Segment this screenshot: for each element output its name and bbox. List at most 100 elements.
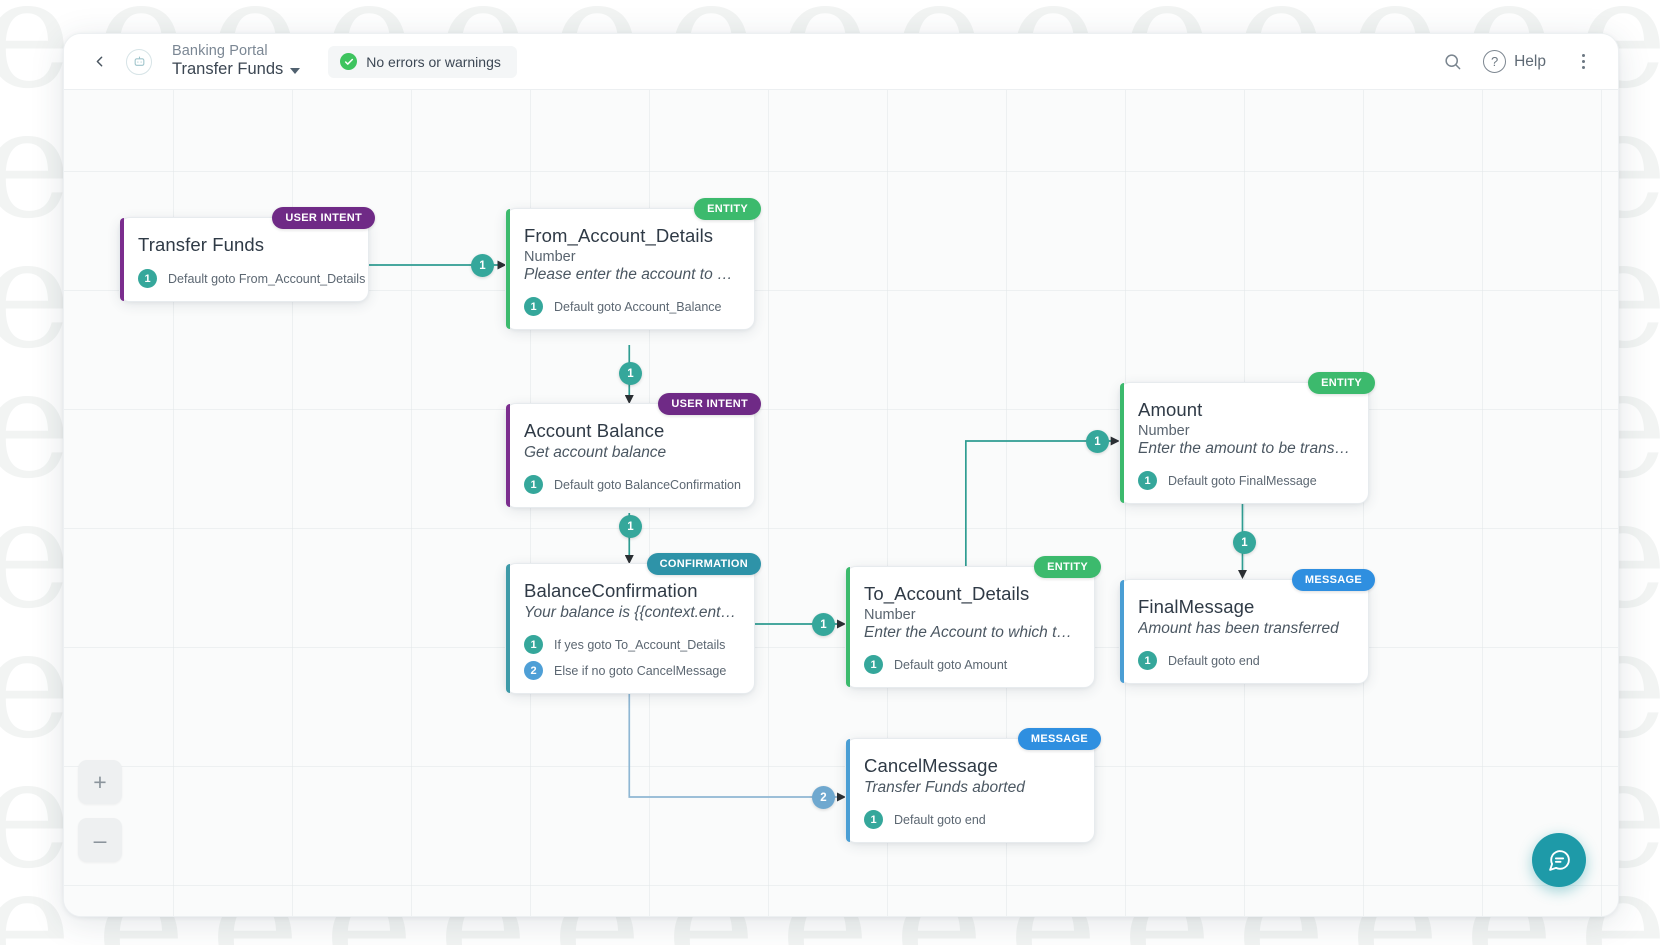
node-badge: ENTITY <box>1034 556 1101 578</box>
node-prompt: Please enter the account to whic... <box>524 266 736 283</box>
node-balance-confirmation[interactable]: CONFIRMATION BalanceConfirmation Your ba… <box>505 553 761 694</box>
action-index: 1 <box>1138 471 1157 490</box>
node-action[interactable]: 1 Default goto BalanceConfirmation <box>524 475 741 494</box>
app-header: Banking Portal Transfer Funds No errors … <box>64 34 1618 90</box>
app-window: Banking Portal Transfer Funds No errors … <box>63 33 1619 917</box>
action-index: 2 <box>524 661 543 680</box>
chevron-down-icon <box>290 68 301 75</box>
watermark-glyph: e <box>0 208 72 382</box>
action-label: Default goto From_Account_Details <box>168 271 366 286</box>
action-index: 1 <box>1138 651 1157 670</box>
chevron-left-icon <box>96 56 102 67</box>
watermark-glyph: e <box>0 468 72 642</box>
action-label: If yes goto To_Account_Details <box>554 637 726 652</box>
action-label: Else if no goto CancelMessage <box>554 663 727 678</box>
back-button[interactable] <box>86 49 112 75</box>
status-text: No errors or warnings <box>366 53 501 70</box>
action-label: Default goto FinalMessage <box>1168 473 1317 488</box>
edge-badge: 1 <box>1233 531 1256 554</box>
node-action[interactable]: 1 Default goto end <box>1138 651 1350 670</box>
node-action[interactable]: 1 Default goto end <box>864 810 1076 829</box>
watermark-glyph: e <box>0 78 72 252</box>
node-final-message[interactable]: MESSAGE FinalMessage Amount has been tra… <box>1119 569 1375 684</box>
node-title: From_Account_Details <box>524 225 714 246</box>
watermark-glyph: e <box>0 838 72 945</box>
node-title: FinalMessage <box>1138 596 1255 617</box>
flow-canvas[interactable]: 1 1 1 1 1 1 2 USER INTENT Transfer Funds… <box>64 90 1618 916</box>
node-from-account-details[interactable]: ENTITY From_Account_Details Number Pleas… <box>505 198 761 330</box>
chat-bubble-icon <box>1548 849 1570 871</box>
node-title: Transfer Funds <box>138 234 265 255</box>
node-title: Amount <box>1138 399 1203 420</box>
action-index: 1 <box>524 297 543 316</box>
node-action[interactable]: 2 Else if no goto CancelMessage <box>524 661 736 680</box>
action-index: 1 <box>138 269 157 288</box>
action-label: Default goto Amount <box>894 657 1008 672</box>
node-actions: 1 Default goto From_Account_Details <box>138 269 365 288</box>
node-to-account-details[interactable]: ENTITY To_Account_Details Number Enter t… <box>845 556 1101 688</box>
page-title: Transfer Funds <box>172 60 284 79</box>
action-index: 1 <box>524 475 543 494</box>
node-badge: USER INTENT <box>272 207 375 229</box>
action-index: 1 <box>864 810 883 829</box>
node-action[interactable]: 1 Default goto Amount <box>864 655 1076 674</box>
action-label: Default goto end <box>1168 653 1260 668</box>
node-badge: MESSAGE <box>1017 728 1101 750</box>
action-index: 1 <box>864 655 883 674</box>
node-actions: 1 Default goto BalanceConfirmation <box>524 475 741 494</box>
node-title: Account Balance <box>524 420 665 441</box>
node-prompt: Get account balance <box>524 444 667 461</box>
node-badge: ENTITY <box>694 198 761 220</box>
action-index: 1 <box>524 635 543 654</box>
watermark-glyph: e <box>0 338 72 512</box>
node-account-balance[interactable]: USER INTENT Account Balance Get account … <box>505 393 761 508</box>
bot-icon <box>134 56 144 66</box>
node-title: CancelMessage <box>864 755 998 776</box>
watermark-glyph: e <box>0 0 72 122</box>
edge-badge: 1 <box>471 254 494 277</box>
kebab-menu-icon[interactable] <box>1572 49 1594 75</box>
edge-badge: 2 <box>812 786 835 809</box>
status-badge[interactable]: No errors or warnings <box>328 45 517 78</box>
help-label: Help <box>1514 52 1546 70</box>
chat-bubble-button[interactable] <box>1532 833 1586 887</box>
node-actions: 1 Default goto FinalMessage <box>1138 471 1350 490</box>
node-actions: 1 Default goto end <box>864 810 1076 829</box>
breadcrumb[interactable]: Banking Portal <box>172 43 268 60</box>
node-cancel-message[interactable]: MESSAGE CancelMessage Transfer Funds abo… <box>845 728 1101 843</box>
zoom-in-button[interactable]: + <box>78 760 122 804</box>
node-actions: 1 Default goto Account_Balance <box>524 297 736 316</box>
node-prompt: Enter the Account to which the ... <box>864 624 1076 641</box>
node-title: BalanceConfirmation <box>524 580 698 601</box>
node-action[interactable]: 1 Default goto Account_Balance <box>524 297 736 316</box>
zoom-out-button[interactable]: – <box>78 818 122 862</box>
node-actions: 1 Default goto end <box>1138 651 1350 670</box>
title-block: Banking Portal Transfer Funds <box>172 43 301 80</box>
flow-selector[interactable]: Transfer Funds <box>172 60 301 79</box>
bot-avatar[interactable] <box>126 48 152 75</box>
action-label: Default goto end <box>894 812 986 827</box>
node-transfer-funds[interactable]: USER INTENT Transfer Funds 1 Default got… <box>119 207 375 302</box>
node-actions: 1 If yes goto To_Account_Details 2 Else … <box>524 635 736 680</box>
node-badge: ENTITY <box>1308 372 1375 394</box>
edge-badge: 1 <box>619 515 642 538</box>
node-amount[interactable]: ENTITY Amount Number Enter the amount to… <box>1119 372 1375 504</box>
edge-badge: 1 <box>812 613 835 636</box>
node-actions: 1 Default goto Amount <box>864 655 1076 674</box>
node-prompt: Transfer Funds aborted <box>864 779 1025 796</box>
node-badge: USER INTENT <box>658 393 761 415</box>
node-action[interactable]: 1 Default goto From_Account_Details <box>138 269 365 288</box>
node-subtitle: Number <box>864 607 916 623</box>
node-title: To_Account_Details <box>864 583 1030 604</box>
node-badge: CONFIRMATION <box>646 553 761 575</box>
node-badge: MESSAGE <box>1291 569 1375 591</box>
node-prompt: Your balance is {{context.entities... <box>524 604 736 621</box>
node-subtitle: Number <box>524 249 576 265</box>
search-icon[interactable] <box>1437 47 1467 77</box>
help-button[interactable]: ? Help <box>1483 50 1546 73</box>
node-prompt: Amount has been transferred <box>1138 620 1339 637</box>
node-subtitle: Number <box>1138 423 1190 439</box>
question-mark-icon: ? <box>1483 50 1507 73</box>
node-action[interactable]: 1 Default goto FinalMessage <box>1138 471 1350 490</box>
node-action[interactable]: 1 If yes goto To_Account_Details <box>524 635 736 654</box>
